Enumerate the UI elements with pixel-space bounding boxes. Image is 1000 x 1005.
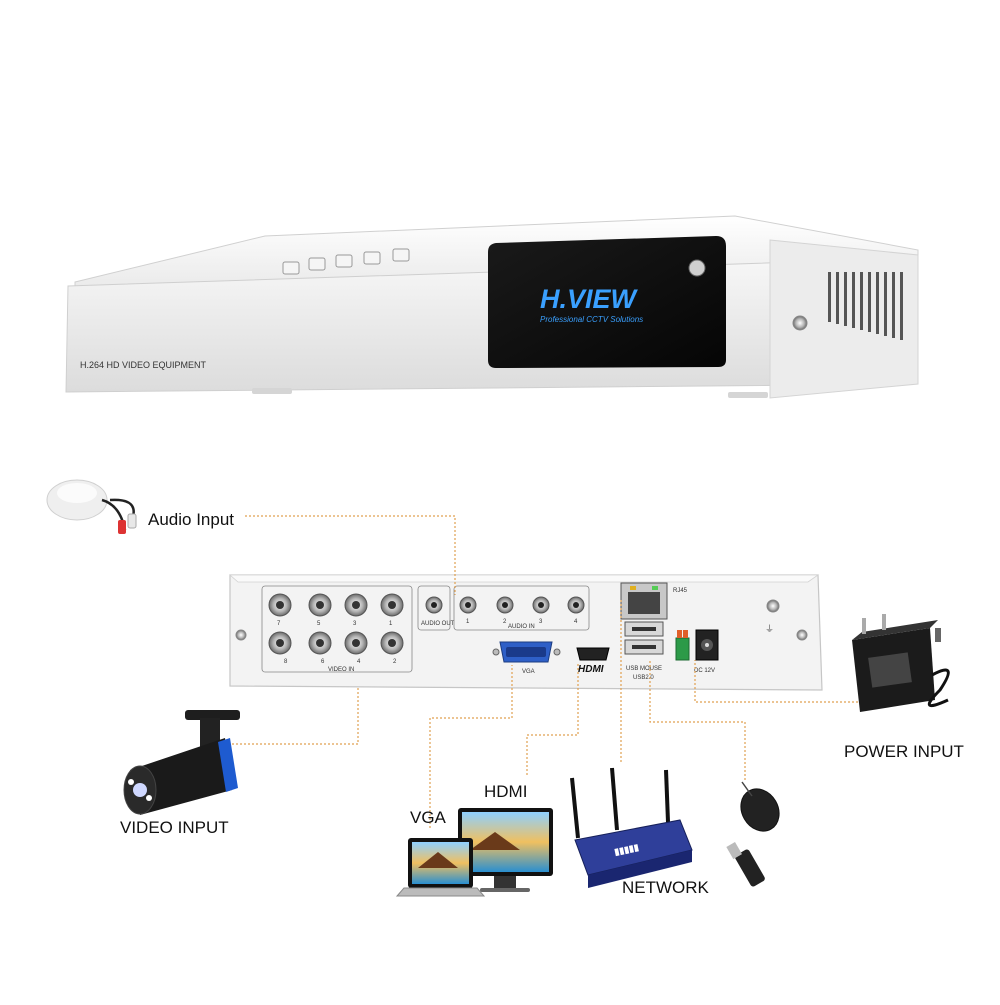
audio-in-frame [453, 585, 590, 631]
rj45-label: RJ45 [673, 588, 688, 594]
rear-panel: 7 5 3 1 8 6 4 2 VIDEO IN AUDIO OUT 1 2 3… [228, 574, 823, 691]
side-vents [828, 272, 903, 340]
dvr-front-unit: H.VIEW Professional CCTV Solutions H.264… [65, 215, 919, 399]
brand-logo: H.VIEW [540, 284, 639, 314]
callout-network: NETWORK [622, 878, 710, 897]
usb-label: USB2.0 [633, 675, 654, 681]
usb-line [649, 660, 746, 780]
dvr-foot [252, 388, 292, 394]
callout-power-input: POWER INPUT [844, 742, 964, 761]
audio-in-number: 3 [539, 619, 543, 625]
audio-in-number: 4 [574, 619, 578, 625]
front-button-1[interactable] [282, 261, 300, 275]
display-devices [395, 808, 553, 897]
video-in-label: VIDEO IN [328, 667, 354, 673]
dvr-foot [728, 392, 768, 398]
microphone-device [46, 479, 137, 534]
vga-line [429, 665, 513, 828]
front-button-2[interactable] [308, 257, 326, 271]
front-display-panel [488, 236, 726, 368]
usb-mouse-label: USB MOUSE [626, 666, 662, 672]
video-in-number: 1 [389, 621, 393, 627]
rca-white-plug [127, 513, 137, 529]
usb-stick-icon [735, 849, 765, 887]
camera-device [123, 710, 240, 815]
audio-out-label: AUDIO OUT [421, 621, 455, 627]
connector-lines [232, 515, 866, 828]
audio-input-line [245, 515, 456, 595]
mouse-icon [740, 788, 780, 832]
dc-power-label: DC 12V [694, 668, 715, 674]
front-button-3[interactable] [335, 254, 353, 268]
front-buttons [282, 248, 410, 275]
usb-devices [726, 781, 780, 887]
power-adapter-device [852, 614, 950, 712]
audio-in-number: 2 [503, 619, 507, 625]
power-button[interactable] [688, 259, 706, 277]
audio-in-number: 1 [466, 619, 470, 625]
video-in-ports-bottom [268, 631, 404, 655]
vga-port-label: VGA [522, 669, 535, 675]
audio-in-label: AUDIO IN [508, 624, 535, 630]
camera-mount-icon [185, 710, 240, 720]
front-button-5[interactable] [392, 248, 410, 262]
alarm-terminal[interactable] [675, 637, 690, 661]
ground-screw [766, 599, 780, 613]
video-in-number: 5 [317, 621, 321, 627]
video-in-number: 3 [353, 621, 357, 627]
hdmi-port-label: HDMI [578, 664, 604, 675]
rear-screw-right [796, 629, 808, 641]
video-in-number: 4 [357, 659, 361, 665]
front-model-text: H.264 HD VIDEO EQUIPMENT [80, 360, 207, 370]
rear-screw-left [235, 629, 247, 641]
video-in-number: 7 [277, 621, 281, 627]
hdmi-port[interactable] [576, 647, 610, 661]
audio-out-frame [417, 585, 451, 631]
svg-text:⏚: ⏚ [765, 624, 774, 634]
video-in-ports-top [268, 593, 404, 617]
callout-hdmi: HDMI [484, 782, 527, 801]
video-in-number: 8 [284, 659, 288, 665]
front-button-4[interactable] [363, 251, 381, 265]
video-in-number: 2 [393, 659, 397, 665]
video-input-line [232, 686, 359, 745]
rca-red-plug [118, 520, 126, 534]
hdmi-line [526, 662, 579, 775]
video-in-frame [261, 585, 413, 673]
callout-audio-input: Audio Input [148, 510, 234, 529]
callout-vga: VGA [410, 808, 447, 827]
router-device: ▮▮▮▮▮ [570, 767, 693, 888]
brand-tagline: Professional CCTV Solutions [540, 315, 643, 324]
callout-video-input: VIDEO INPUT [120, 818, 229, 837]
power-line [694, 660, 866, 703]
video-in-number: 6 [321, 659, 325, 665]
side-screw [792, 315, 808, 331]
